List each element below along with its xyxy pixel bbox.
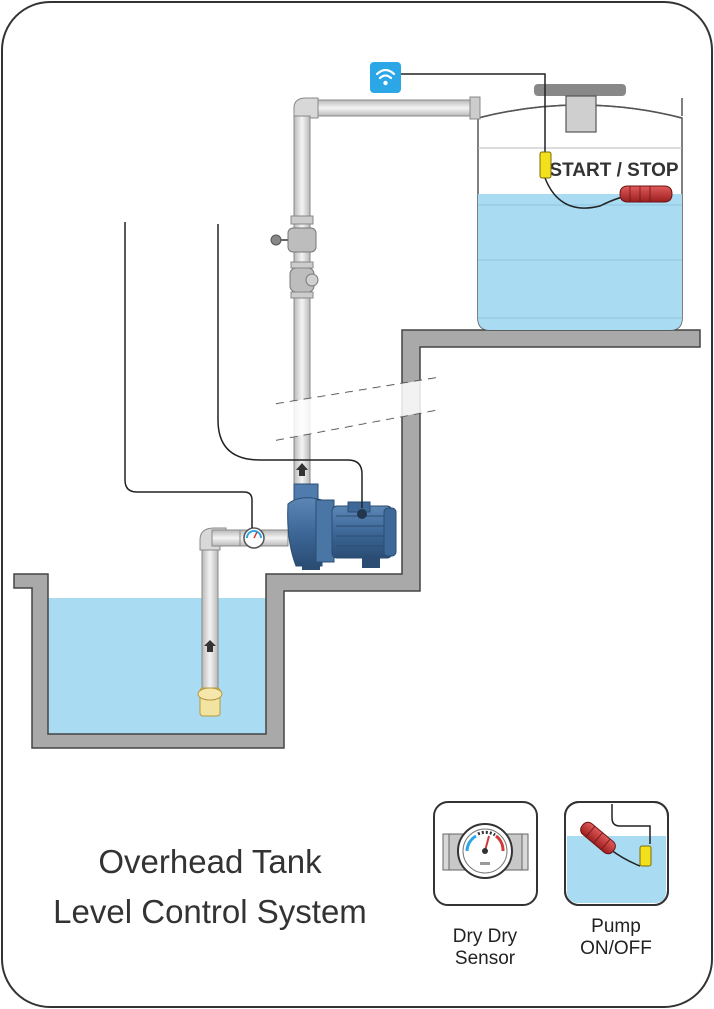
float-switch-icon [580, 804, 652, 867]
delivery-pipe-horizontal [307, 99, 479, 117]
level-sensor [539, 151, 552, 179]
concrete-structure [13, 329, 701, 749]
flow-arrow-up [296, 463, 308, 476]
pressure-gauge-icon [442, 823, 529, 879]
flow-arrow-suction [204, 640, 216, 652]
legend-label-dry-run-line1: Dry Dry [452, 926, 518, 947]
title-line-1: Overhead Tank [98, 843, 322, 880]
tank-lid [534, 84, 626, 96]
underground-sump [13, 329, 701, 749]
sump-water [48, 598, 266, 734]
dry-run-sensor [243, 527, 265, 549]
suction-pipe [201, 545, 219, 689]
float-switch [619, 185, 673, 203]
legend-label-pump: Pump ON/OFF [561, 916, 671, 960]
tank-inlet-cap [565, 95, 597, 133]
legend-label-dry-run: Dry Dry Sensor [430, 926, 540, 970]
tank-water [478, 194, 682, 330]
title-line-2: Level Control System [53, 893, 367, 930]
legend-label-pump-line1: Pump [591, 916, 641, 937]
legend-label-dry-run-line2: Sensor [454, 947, 516, 969]
overhead-tank: START / STOP [477, 84, 683, 331]
wifi-icon [375, 68, 396, 80]
pump-motor [287, 483, 397, 570]
check-valve [289, 267, 319, 293]
top-elbow [293, 97, 319, 119]
legend-label-pump-line2: ON/OFF [580, 937, 652, 959]
foot-valve [197, 687, 223, 717]
legend-dry-run-tile [433, 801, 538, 906]
gate-valve [270, 227, 317, 253]
wifi-badge [370, 62, 401, 93]
legend-float-tile [564, 801, 669, 906]
tank-start-stop-label: START / STOP [549, 160, 678, 181]
